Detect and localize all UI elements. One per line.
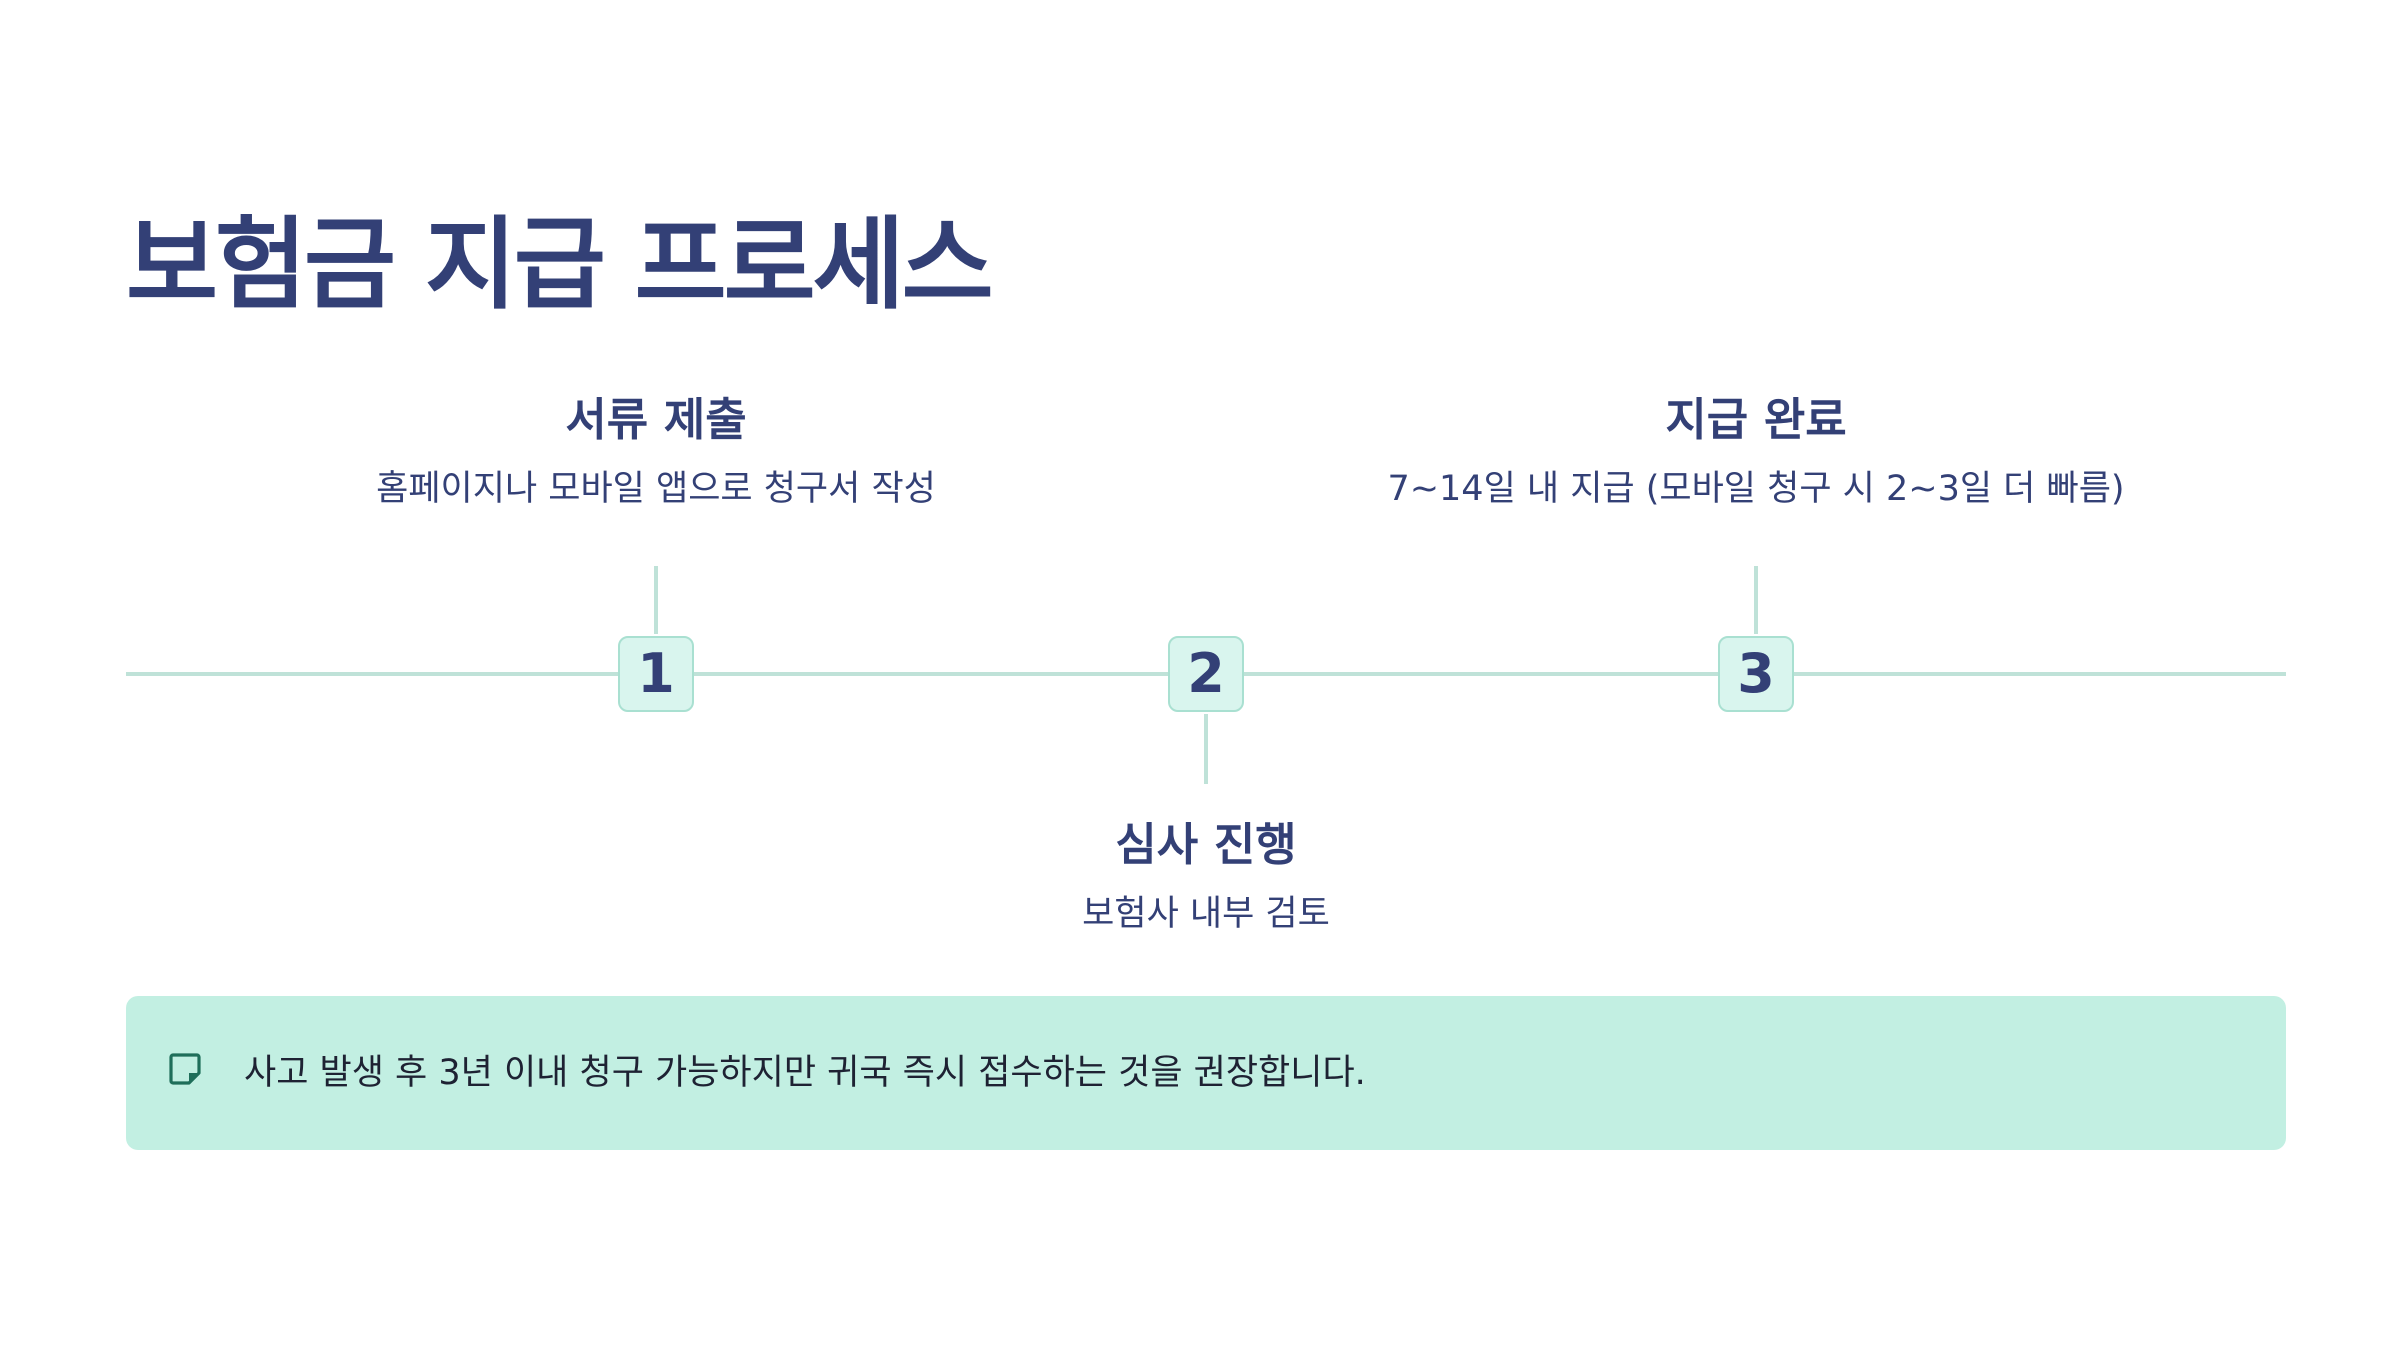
step-1-text: 서류 제출 홈페이지나 모바일 앱으로 청구서 작성 (276, 390, 1036, 512)
page-title: 보험금 지급 프로세스 (126, 206, 994, 323)
step-1-connector (654, 566, 658, 634)
step-title: 서류 제출 (565, 393, 747, 446)
step-3-text: 지급 완료 7~14일 내 지급 (모바일 청구 시 2~3일 더 빠름) (1376, 390, 2136, 512)
step-title: 심사 진행 (1115, 818, 1297, 871)
note-callout: 사고 발생 후 3년 이내 청구 가능하지만 귀국 즉시 접수하는 것을 권장합… (126, 996, 2286, 1150)
step-2-connector (1204, 714, 1208, 784)
step-title: 지급 완료 (1665, 393, 1847, 446)
step-1-badge: 1 (618, 636, 694, 712)
step-2-badge: 2 (1168, 636, 1244, 712)
step-2-text: 심사 진행 보험사 내부 검토 (826, 815, 1586, 937)
step-description: 홈페이지나 모바일 앱으로 청구서 작성 (376, 469, 936, 509)
step-3-badge: 3 (1718, 636, 1794, 712)
sticky-note-icon (169, 1053, 201, 1085)
step-description: 보험사 내부 검토 (1082, 894, 1330, 934)
note-text: 사고 발생 후 3년 이내 청구 가능하지만 귀국 즉시 접수하는 것을 권장합… (244, 1053, 1366, 1093)
step-3-connector (1754, 566, 1758, 634)
step-description: 7~14일 내 지급 (모바일 청구 시 2~3일 더 빠름) (1387, 469, 2125, 509)
